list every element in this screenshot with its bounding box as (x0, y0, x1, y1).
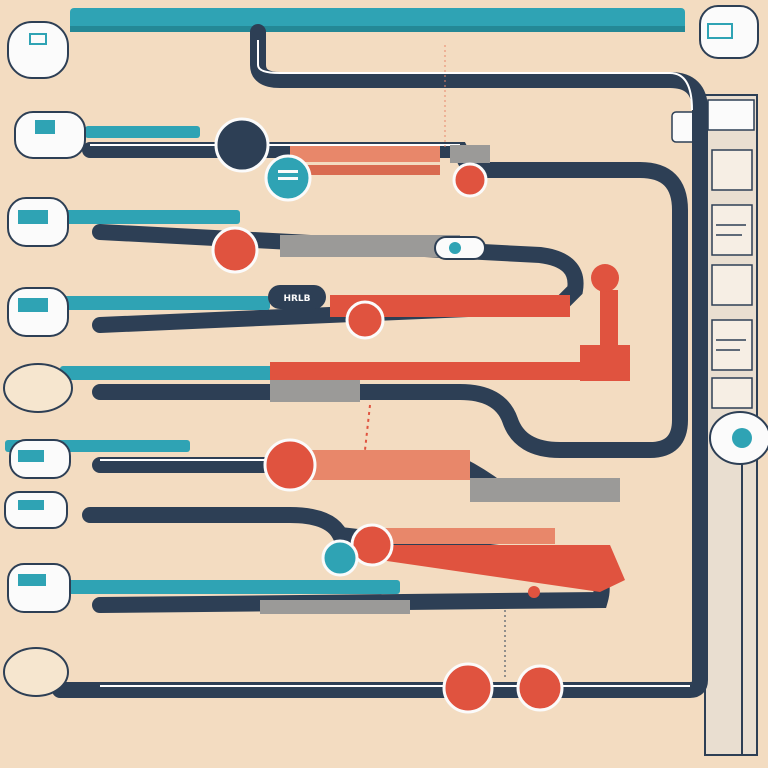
source-nodes (3, 21, 86, 697)
device-box-icon (29, 33, 47, 45)
connector-1 (452, 162, 488, 198)
document-icon-line (278, 177, 298, 180)
device-box-icon (35, 120, 55, 134)
dash-line-1 (364, 404, 371, 451)
connector-2 (211, 226, 259, 274)
top-right-node (699, 5, 759, 59)
gray-bar-5 (260, 600, 410, 614)
device-box-icon (707, 23, 733, 39)
connector-8 (516, 664, 564, 712)
badge-node (268, 285, 326, 309)
source-node-5 (3, 363, 73, 413)
gray-bar-2 (280, 235, 460, 257)
hub-node (214, 117, 270, 173)
connector-7 (442, 662, 494, 714)
coral-riser (600, 290, 618, 360)
device-box-icon (18, 298, 48, 312)
gray-bar-3 (270, 380, 360, 402)
coral-ribbon-5 (380, 545, 625, 592)
badge-label: HRLB (283, 294, 310, 304)
document-icon (278, 170, 298, 173)
coral-bar-2 (330, 295, 570, 317)
top-bar-shadow (70, 26, 685, 32)
salmon-bar-1-shade (290, 165, 440, 175)
salmon-bar-4 (300, 450, 470, 480)
source-node-1 (7, 21, 69, 79)
salmon-bar-5 (380, 528, 555, 544)
gray-block-1 (450, 145, 490, 163)
device-box-icon (18, 500, 44, 510)
source-node-9 (3, 647, 69, 697)
connector-4 (263, 438, 317, 492)
bolt-icon (732, 428, 752, 448)
pill-dot (449, 242, 461, 254)
salmon-bar-1 (290, 146, 440, 162)
source-node-8 (7, 563, 71, 613)
coral-bar-3 (270, 362, 590, 380)
device-box-icon (18, 574, 46, 586)
gray-bar-4 (470, 478, 620, 502)
source-node-2 (14, 111, 86, 159)
connector-9 (591, 264, 619, 292)
connector-10 (528, 586, 540, 598)
connector-6 (321, 539, 359, 577)
connector-3 (345, 300, 385, 340)
connector-circles (211, 162, 619, 714)
device-box-icon (18, 210, 48, 224)
device-box-icon (18, 450, 44, 462)
